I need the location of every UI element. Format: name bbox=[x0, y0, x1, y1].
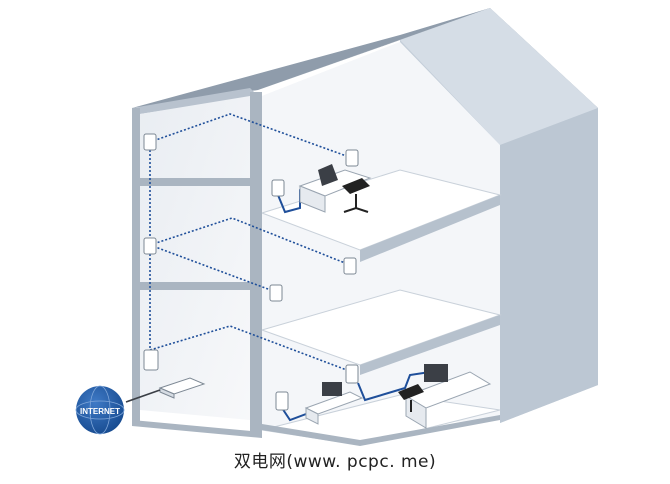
laptop-icon bbox=[318, 164, 338, 186]
adapter-middle-right bbox=[343, 257, 357, 275]
adapter-top-right bbox=[345, 149, 359, 167]
internet-cable bbox=[125, 389, 161, 403]
internet-globe-icon: INTERNET bbox=[75, 385, 125, 435]
internet-label: INTERNET bbox=[80, 407, 120, 416]
office-desk-upper bbox=[298, 164, 372, 213]
monitor-icon bbox=[424, 364, 448, 382]
adapter-middle-left bbox=[143, 237, 157, 255]
adapter-middle-center bbox=[269, 284, 283, 302]
router-device bbox=[158, 377, 206, 399]
adapter-ground-tv bbox=[275, 391, 289, 411]
adapter-top-left bbox=[143, 133, 157, 151]
tv-icon bbox=[322, 382, 342, 396]
ground-floor-furniture bbox=[304, 364, 492, 429]
floor-slabs bbox=[260, 169, 502, 446]
powerline-adapters bbox=[143, 133, 359, 411]
adapter-ground-left bbox=[143, 349, 159, 371]
network-wiring bbox=[149, 113, 353, 373]
house-front-frame bbox=[132, 92, 500, 446]
adapter-office bbox=[271, 179, 285, 197]
adapter-ground-right bbox=[345, 364, 359, 384]
image-caption: 双电网(www. pcpc. me) bbox=[233, 452, 437, 472]
